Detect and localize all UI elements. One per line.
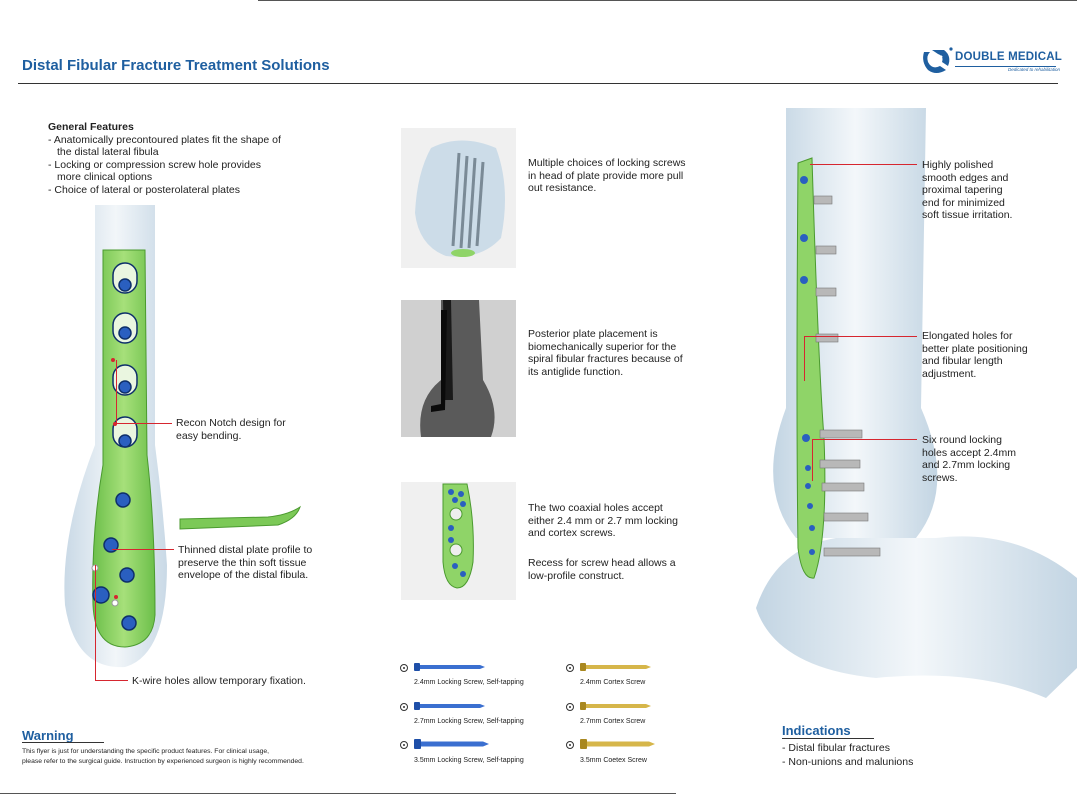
recon-notch-leader-v: [116, 360, 117, 424]
feature-3: - Choice of lateral or posterolateral pl…: [48, 183, 241, 196]
thinned-profile-leader: [112, 549, 174, 550]
screw-label-1: 2.4mm Locking Screw, Self-tapping: [414, 679, 524, 686]
locking-screw-2-7-icon: [414, 702, 485, 710]
thinned-profile-illustration: [179, 505, 301, 530]
screw-label-6: 3.5mm Coetex Screw: [580, 757, 647, 764]
brand-underline: [955, 66, 1056, 67]
xray-image: [401, 300, 516, 437]
double-medical-logo-icon: [923, 47, 953, 73]
feature-2-cont: more clinical options: [57, 171, 153, 183]
indications-title: Indications: [782, 723, 851, 738]
ankle-illustration: [756, 108, 1077, 698]
cortex-screw-2-4-icon: [580, 663, 651, 671]
kwire-callout: K-wire holes allow temporary fixation.: [132, 675, 306, 687]
locking-screw-panel: [401, 128, 516, 268]
feature-1-cont: the distal lateral fibula: [57, 146, 159, 158]
general-features: General Features - Anatomically preconto…: [48, 121, 308, 196]
locking-bullet-icon: [400, 703, 408, 711]
lateral-plate-illustration: [64, 205, 167, 668]
cortex-screw-3-5-icon: [580, 739, 655, 749]
coaxial-plate-image: [442, 483, 474, 589]
screw-legend: 2.4mm Locking Screw, Self-tapping 2.4mm …: [398, 660, 688, 770]
kwire-leader-v: [95, 565, 96, 680]
xray-panel: [401, 300, 516, 437]
cortex-bullet-icon: [566, 741, 574, 749]
warning-text: This flyer is just for understanding the…: [22, 748, 304, 765]
polished-leader: [810, 164, 917, 165]
screw-label-5: 3.5mm Locking Screw, Self-tapping: [414, 757, 524, 764]
indication-item: - Non-unions and malunions: [782, 755, 914, 768]
locking-screw-3-5-icon: [414, 739, 489, 749]
brand-name: DOUBLE MEDICAL: [955, 51, 1062, 63]
six-round-leader: [812, 439, 917, 440]
locking-screw-2-4-icon: [414, 663, 485, 671]
bone-cutaway-image: [415, 140, 505, 257]
elongated-leader: [805, 336, 917, 337]
screw-label-3: 2.7mm Locking Screw, Self-tapping: [414, 718, 524, 725]
coaxial-panel: [401, 482, 516, 600]
indications-list: - Distal fibular fractures - Non-unions …: [782, 742, 913, 769]
locking-bullet-icon: [400, 741, 408, 749]
feature-2: - Locking or compression screw hole prov…: [48, 158, 262, 171]
warning-underline: [22, 742, 104, 743]
page-title: Distal Fibular Fracture Treatment Soluti…: [22, 57, 330, 74]
cortex-screw-2-7-icon: [580, 702, 651, 710]
indication-item: - Distal fibular fractures: [782, 742, 890, 754]
top-rule: [258, 0, 1077, 1]
brand-tagline: Dedicated to rehabilitation: [1008, 67, 1061, 72]
screw-label-2: 2.4mm Cortex Screw: [580, 679, 646, 686]
header-rule: [18, 83, 1058, 84]
cortex-bullet-icon: [566, 664, 574, 672]
general-features-heading: General Features: [48, 121, 134, 133]
six-round-leader-v: [812, 439, 813, 481]
elongated-leader-v: [804, 336, 805, 381]
warning-title: Warning: [22, 728, 74, 743]
recon-notch-leader: [116, 423, 172, 424]
cortex-bullet-icon: [566, 703, 574, 711]
locking-bullet-icon: [400, 664, 408, 672]
screw-label-4: 2.7mm Cortex Screw: [580, 718, 646, 725]
kwire-leader: [95, 680, 128, 681]
indications-underline: [782, 738, 874, 739]
feature-1: - Anatomically precontoured plates fit t…: [48, 133, 281, 146]
